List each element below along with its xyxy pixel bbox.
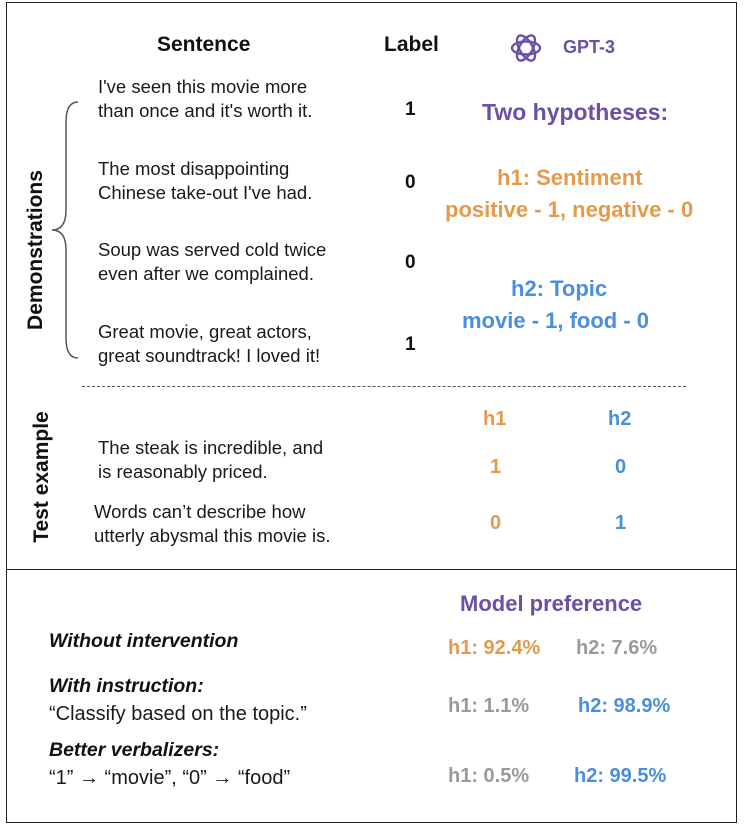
test-example-label: Test example <box>30 411 53 543</box>
demonstrations-brace <box>51 101 79 359</box>
h2-preference: h2: 99.5% <box>574 765 667 787</box>
h2-description: movie - 1, food - 0 <box>462 308 650 333</box>
hypotheses-title: Two hypotheses: <box>482 99 669 125</box>
condition-name: With instruction: <box>49 675 204 697</box>
demo-label: 1 <box>405 99 416 120</box>
test-h1-value: 0 <box>490 512 502 534</box>
h1-description: positive - 1, negative - 0 <box>445 197 694 222</box>
test-h1-header: h1 <box>483 408 507 430</box>
h2-preference: h2: 98.9% <box>578 695 671 717</box>
gpt3-label: GPT-3 <box>563 37 616 57</box>
h1-preference: h1: 0.5% <box>448 765 530 787</box>
h2-title: h2: Topic <box>511 276 608 301</box>
test-h2-value: 1 <box>615 512 627 534</box>
bottom-panel <box>6 570 737 823</box>
condition-name: Without intervention <box>49 630 239 652</box>
demo-label: 1 <box>405 334 416 355</box>
condition-detail: “Classify based on the topic.” <box>49 703 307 725</box>
demo-label: 0 <box>405 172 416 193</box>
openai-logo-icon <box>507 29 545 67</box>
h1-preference: h1: 1.1% <box>448 695 530 717</box>
condition-detail: “1” → “movie”, “0” → “food” <box>49 767 291 789</box>
h1-preference: h1: 92.4% <box>448 637 541 659</box>
test-h2-value: 0 <box>615 456 627 478</box>
top-panel <box>6 2 737 570</box>
h2-preference: h2: 7.6% <box>576 637 658 659</box>
dashed-separator <box>82 386 686 387</box>
demo-sentence: Great movie, great actors,great soundtra… <box>98 321 321 366</box>
demonstrations-label: Demonstrations <box>24 170 47 330</box>
test-h1-value: 1 <box>490 456 502 478</box>
label-column-header: Label <box>384 33 439 56</box>
model-preference-title: Model preference <box>460 591 643 616</box>
sentence-column-header: Sentence <box>157 33 251 56</box>
condition-name: Better verbalizers: <box>49 739 220 761</box>
demo-label: 0 <box>405 252 416 273</box>
test-h2-header: h2 <box>608 408 632 430</box>
h1-title: h1: Sentiment <box>497 165 643 190</box>
